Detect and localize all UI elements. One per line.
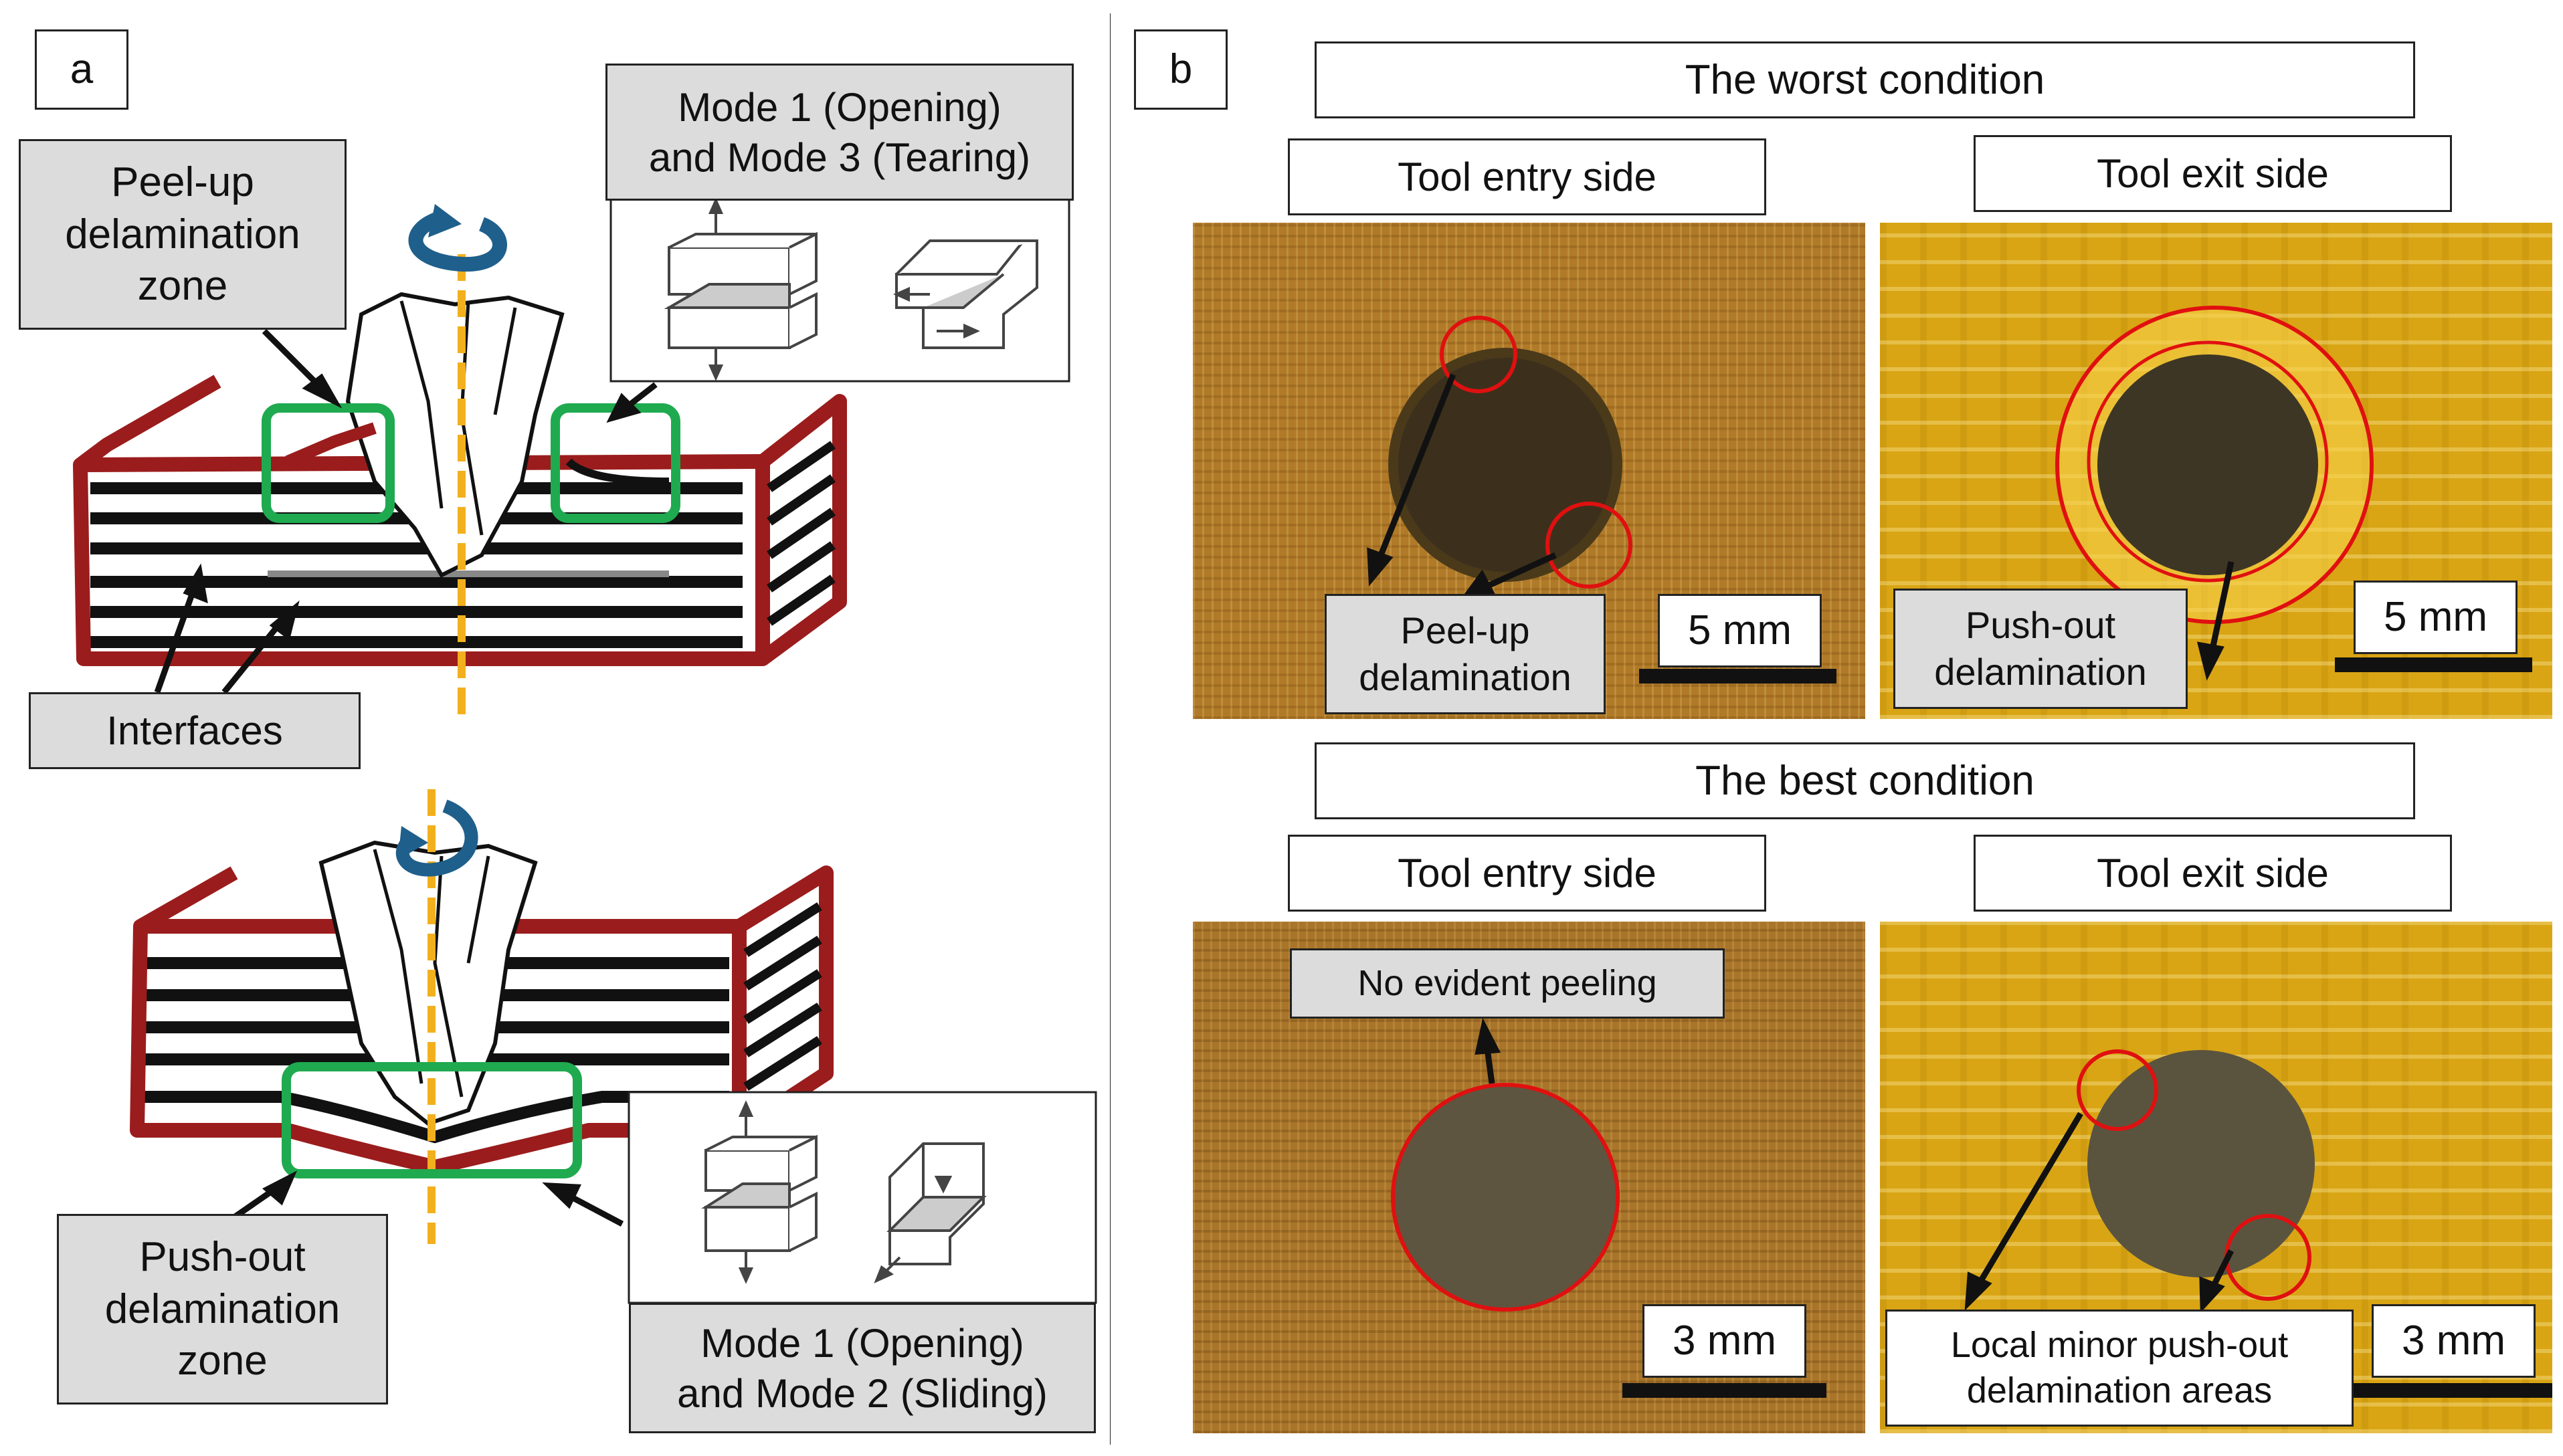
- panel-b-label: b: [1134, 29, 1228, 110]
- worst-exit-hole: [2097, 354, 2318, 575]
- peel-up-zone-label: Peel-up delamination zone: [19, 139, 347, 330]
- worst-entry-defect-circle-2: [1545, 502, 1632, 589]
- worst-entry-defect-circle-1: [1440, 316, 1517, 393]
- upper-laminate-side-stripes: [767, 441, 836, 626]
- best-exit-hole: [2087, 1050, 2315, 1277]
- upper-drill-tool: [345, 292, 565, 578]
- best-exit-scale-bar: [2348, 1383, 2552, 1398]
- worst-exit-annotation: Push-out delamination: [1893, 589, 2188, 709]
- worst-condition-title: The worst condition: [1315, 41, 2415, 118]
- push-out-zone-label: Push-out delamination zone: [57, 1214, 388, 1405]
- panel-a-drawing: [73, 13, 1111, 1445]
- best-entry-scale-label: 3 mm: [1642, 1304, 1806, 1378]
- best-entry-hole: [1393, 1085, 1618, 1310]
- best-entry-defect-circle: [1391, 1083, 1620, 1312]
- best-exit-scale-label: 3 mm: [2372, 1304, 2536, 1378]
- best-entry-annotation: No evident peeling: [1290, 948, 1725, 1019]
- mode-1-2-opening-block: [701, 1100, 818, 1284]
- mode-1-2-schematic: [628, 1091, 1097, 1304]
- worst-exit-scale-bar: [2335, 657, 2532, 672]
- mode-1-3-tearing-block: [893, 239, 1038, 349]
- worst-entry-side-label: Tool entry side: [1288, 138, 1766, 215]
- best-exit-annotation: Local minor push-out delamination areas: [1885, 1310, 2354, 1427]
- best-entry-side-label: Tool entry side: [1288, 835, 1766, 912]
- worst-exit-scale-label: 5 mm: [2354, 581, 2518, 654]
- worst-exit-defect-circle: [2055, 306, 2374, 624]
- mode-1-2-label: Mode 1 (Opening) and Mode 2 (Sliding): [629, 1303, 1096, 1433]
- mode-1-3-opening-block: [664, 197, 818, 381]
- best-condition-title: The best condition: [1315, 742, 2415, 819]
- best-exit-defect-circle-1: [2077, 1049, 2158, 1131]
- best-entry-scale-bar: [1622, 1383, 1826, 1398]
- peel-up-zone-left: [262, 403, 395, 523]
- lower-laminate: [130, 789, 834, 1244]
- upper-annotation-arrows: [154, 328, 658, 694]
- worst-exit-side-label: Tool exit side: [1974, 135, 2452, 212]
- upper-laminate: [73, 204, 847, 722]
- panel-a-label: a: [35, 29, 128, 110]
- lower-laminate-side-stripes: [743, 902, 822, 1091]
- push-out-zone: [282, 1062, 582, 1178]
- best-exit-side-label: Tool exit side: [1974, 835, 2452, 912]
- mode-1-3-label: Mode 1 (Opening) and Mode 3 (Tearing): [605, 64, 1074, 201]
- worst-entry-scale-bar: [1639, 669, 1836, 684]
- mode-1-2-sliding-block: [874, 1142, 987, 1283]
- worst-entry-annotation: Peel-up delamination: [1325, 594, 1606, 714]
- worst-entry-scale-label: 5 mm: [1658, 594, 1822, 667]
- upper-rotation-arrow: [408, 210, 507, 272]
- lower-annotation-arrows: [232, 1170, 624, 1227]
- interfaces-label: Interfaces: [29, 692, 361, 769]
- mode-1-3-schematic: [609, 197, 1070, 383]
